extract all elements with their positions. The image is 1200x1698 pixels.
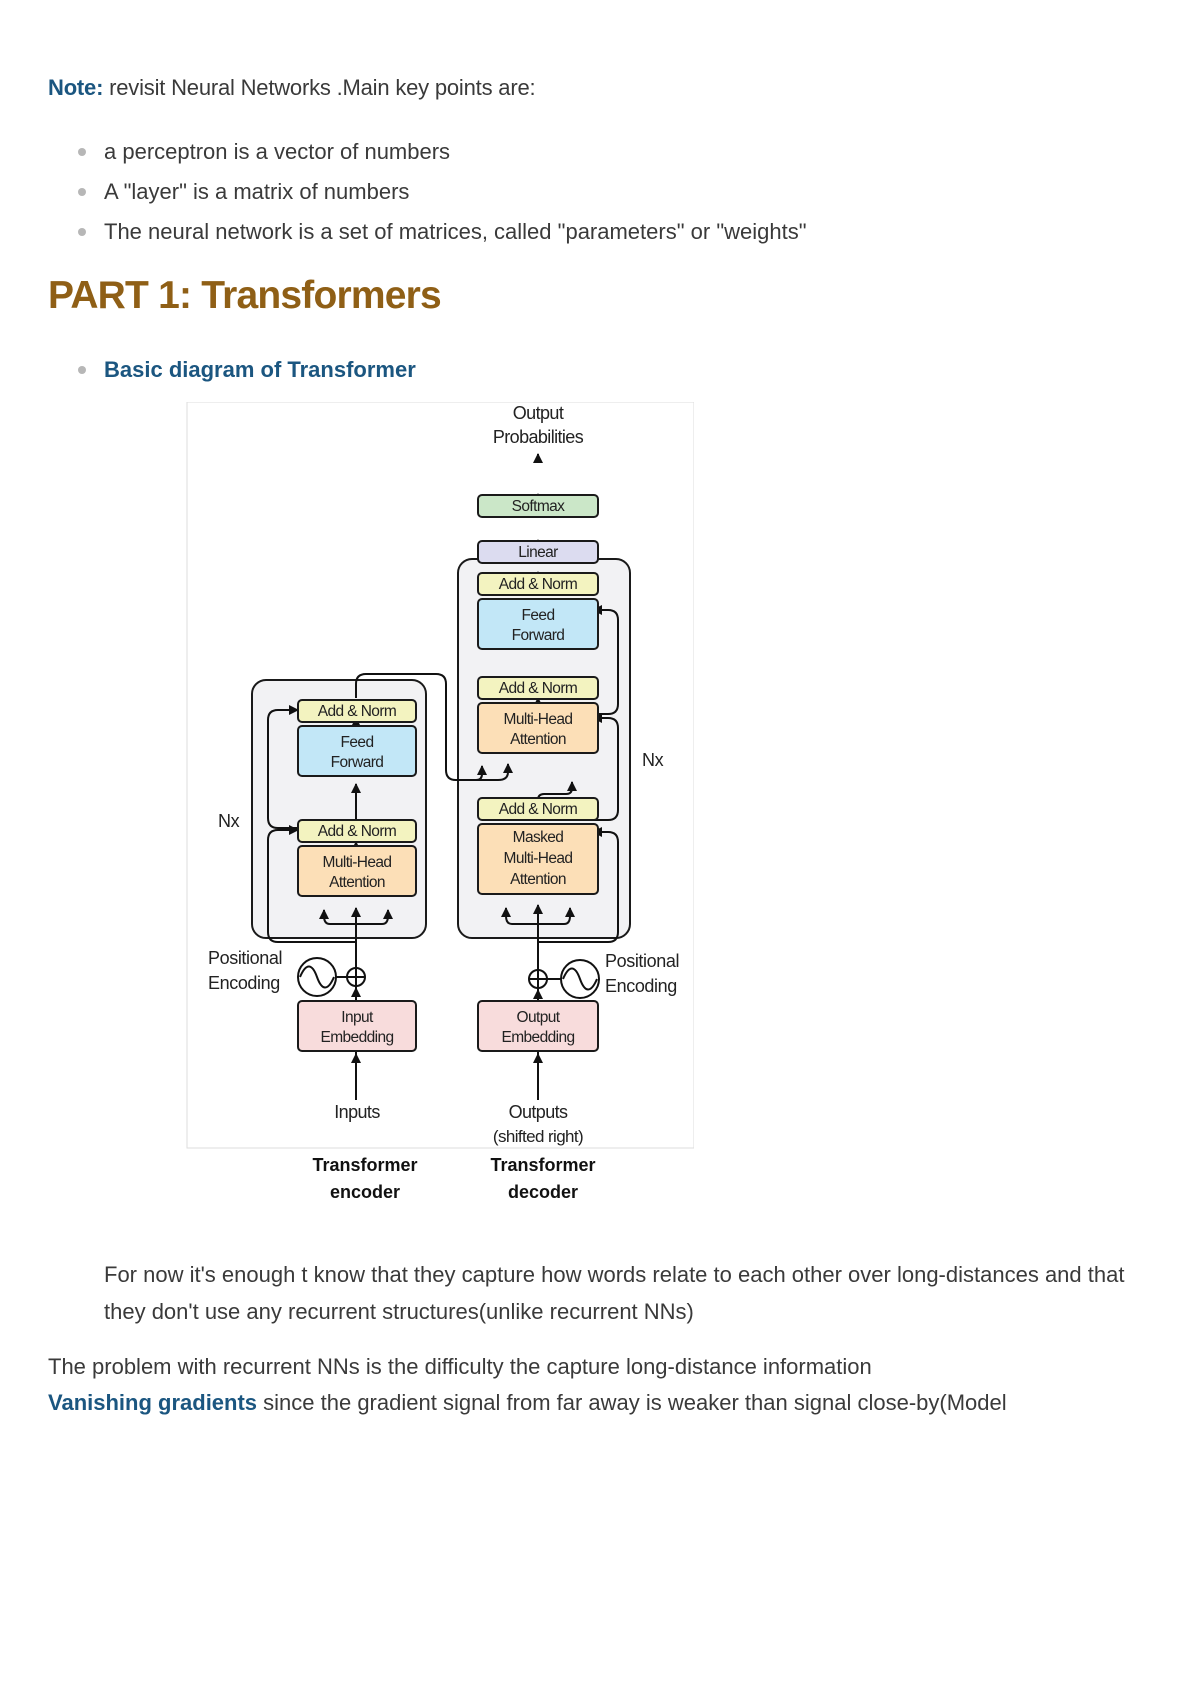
decoder-feed-forward (477, 598, 599, 650)
add-norm-label: Add & Norm (499, 680, 577, 697)
indented-paragraph: For now it's enough t know that they cap… (104, 1262, 1125, 1324)
note-line: Note: revisit Neural Networks .Main key … (48, 75, 536, 101)
outputs-label: (shifted right) (493, 1127, 583, 1146)
transformer-diagram: Output Probabilities Softmax Linear Add … (140, 401, 695, 1202)
add-norm-label: Add & Norm (318, 823, 396, 840)
positional-encoding-label: Encoding (208, 973, 280, 993)
list-item-text: a perceptron is a vector of numbers (104, 139, 451, 164)
decoder-multi-head-attention (477, 702, 599, 754)
bullet-icon (78, 366, 86, 374)
bullet-icon (78, 188, 86, 196)
bullet-icon (78, 148, 86, 156)
decoder-caption: Transformer (490, 1155, 595, 1175)
output-embedding-box (477, 1000, 599, 1052)
feed-forward-label: Feed (341, 734, 374, 751)
add-norm-label: Add & Norm (318, 703, 396, 720)
outputs-label: Outputs (509, 1102, 568, 1122)
encoder-feed-forward (297, 725, 417, 777)
masked-multi-head-attention (477, 823, 599, 895)
linear-label: Linear (518, 544, 558, 561)
list-item-text: A "layer" is a matrix of numbers (104, 179, 410, 204)
problem-paragraph: The problem with recurrent NNs is the di… (48, 1354, 872, 1379)
feed-forward-label: Forward (331, 754, 384, 771)
feed-forward-label: Feed (522, 607, 555, 624)
section-list: Basic diagram of Transformer (48, 350, 416, 390)
multi-head-attention-label: Attention (329, 874, 385, 891)
input-embedding-label: Embedding (320, 1029, 393, 1046)
vanishing-gradients-paragraph: Vanishing gradients since the gradient s… (48, 1390, 1007, 1416)
decoder-nx-label: Nx (642, 750, 664, 770)
output-probabilities-label: Probabilities (493, 427, 584, 447)
positional-encoding-label: Positional (208, 948, 282, 968)
list-item: A "layer" is a matrix of numbers (48, 172, 807, 212)
note-text: revisit Neural Networks .Main key points… (103, 75, 536, 100)
positional-encoding-label: Positional (605, 951, 679, 971)
encoder-add-norm-2 (297, 699, 417, 723)
input-embedding-label: Input (341, 1009, 374, 1026)
masked-attention-label: Attention (510, 871, 566, 888)
note-label: Note: (48, 75, 104, 100)
decoder-add-norm-3 (477, 572, 599, 596)
encoder-add-norm-1 (297, 819, 417, 843)
encoder-multi-head-attention (297, 845, 417, 897)
vanishing-gradients-label: Vanishing gradients (48, 1390, 258, 1415)
decoder-add-norm-2 (477, 676, 599, 700)
decoder-add-norm-1 (477, 797, 599, 821)
list-item: Basic diagram of Transformer (48, 350, 416, 390)
encoder-caption: encoder (330, 1182, 400, 1202)
multi-head-attention-label: Attention (510, 731, 566, 748)
multi-head-attention-label: Multi-Head (504, 711, 573, 728)
list-item-text: The neural network is a set of matrices,… (104, 219, 807, 244)
feed-forward-label: Forward (512, 627, 565, 644)
softmax-box (477, 494, 599, 518)
masked-attention-label: Masked (513, 829, 564, 846)
section-heading: PART 1: Transformers (48, 274, 442, 317)
output-embedding-label: Output (517, 1009, 561, 1026)
list-item: a perceptron is a vector of numbers (48, 132, 807, 172)
decoder-caption: decoder (508, 1182, 578, 1202)
inputs-label: Inputs (334, 1102, 380, 1122)
linear-box (477, 540, 599, 564)
output-embedding-label: Embedding (501, 1029, 574, 1046)
encoder-nx-label: Nx (218, 811, 240, 831)
key-points-list: a perceptron is a vector of numbers A "l… (48, 132, 807, 252)
add-norm-label: Add & Norm (499, 576, 577, 593)
bullet-icon (78, 228, 86, 236)
diagram-link[interactable]: Basic diagram of Transformer (104, 357, 416, 382)
encoder-caption: Transformer (312, 1155, 417, 1175)
add-norm-label: Add & Norm (499, 801, 577, 818)
list-item: The neural network is a set of matrices,… (48, 212, 807, 252)
masked-attention-label: Multi-Head (504, 850, 573, 867)
vanishing-gradients-text: since the gradient signal from far away … (257, 1390, 1007, 1415)
output-probabilities-label: Output (513, 403, 564, 423)
positional-encoding-label: Encoding (605, 976, 677, 996)
multi-head-attention-label: Multi-Head (323, 854, 392, 871)
softmax-label: Softmax (512, 498, 566, 515)
input-embedding-box (297, 1000, 417, 1052)
